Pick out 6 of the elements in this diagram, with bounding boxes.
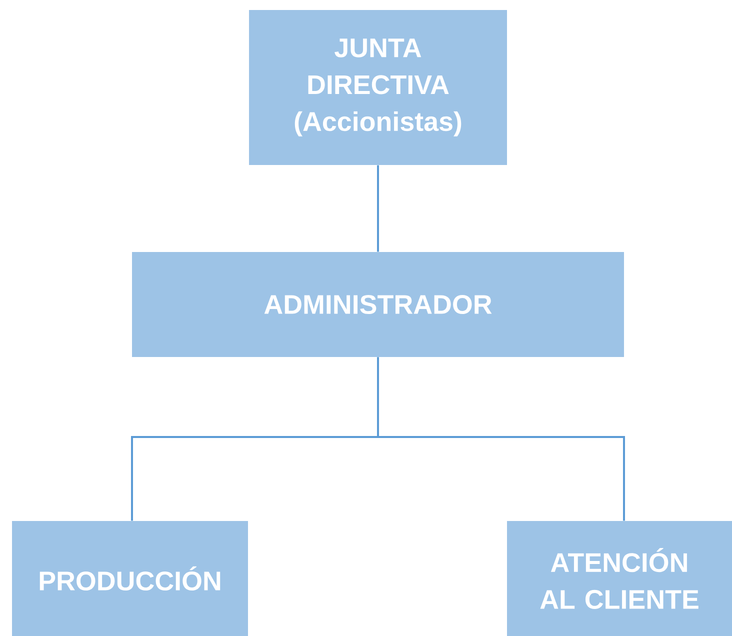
- org-box: ATENCIÓN AL CLIENTE: [507, 521, 732, 636]
- connector-line: [377, 357, 625, 521]
- org-box: JUNTA DIRECTIVA (Accionistas): [249, 10, 507, 165]
- org-box: ADMINISTRADOR: [132, 252, 624, 357]
- org-box: PRODUCCIÓN: [12, 521, 248, 636]
- connector-line: [377, 165, 379, 252]
